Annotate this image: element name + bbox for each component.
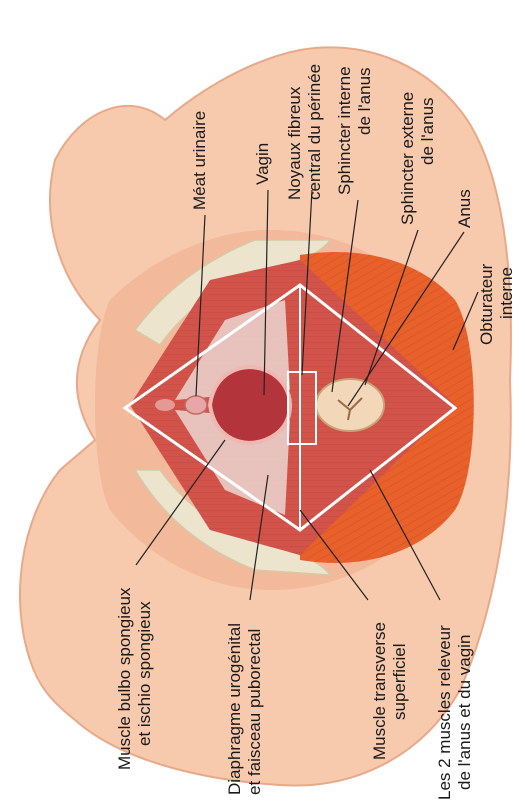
label-meat: Méat urinaire bbox=[190, 111, 209, 210]
vagina-opening bbox=[210, 367, 290, 443]
clitoris-area bbox=[155, 399, 175, 411]
svg-text:Obturateur: Obturateur bbox=[477, 263, 496, 345]
svg-text:de l'anus: de l'anus bbox=[418, 97, 437, 165]
anus-ring bbox=[316, 379, 384, 431]
svg-text:et ischio spongieux: et ischio spongieux bbox=[135, 601, 154, 746]
svg-text:interne: interne bbox=[497, 267, 516, 319]
svg-text:Les 2 muscles releveur: Les 2 muscles releveur bbox=[435, 625, 454, 800]
svg-text:central du périnée: central du périnée bbox=[305, 64, 324, 200]
label-bulbo: Muscle bulbo spongieux et ischio spongie… bbox=[115, 587, 154, 770]
svg-text:Anus: Anus bbox=[455, 189, 474, 228]
svg-text:de l'anus et du vagin: de l'anus et du vagin bbox=[455, 635, 474, 790]
svg-text:Muscle bulbo spongieux: Muscle bulbo spongieux bbox=[115, 587, 134, 770]
label-anus: Anus bbox=[455, 189, 474, 228]
svg-text:Vagin: Vagin bbox=[253, 143, 272, 185]
urethral-meatus bbox=[185, 396, 207, 414]
svg-text:Muscle transverse: Muscle transverse bbox=[370, 622, 389, 760]
label-diaphragme: Diaphragme urogénital et faisceau pubore… bbox=[225, 623, 264, 795]
svg-text:Sphincter interne: Sphincter interne bbox=[335, 66, 354, 195]
svg-text:de l'anus: de l'anus bbox=[355, 67, 374, 135]
svg-text:Diaphragme urogénital: Diaphragme urogénital bbox=[225, 623, 244, 795]
svg-text:superficiel: superficiel bbox=[390, 643, 409, 720]
svg-text:Noyaux fibreux: Noyaux fibreux bbox=[285, 86, 304, 200]
label-vagin: Vagin bbox=[253, 143, 272, 185]
svg-text:Sphincter externe: Sphincter externe bbox=[398, 92, 417, 225]
label-releveur: Les 2 muscles releveur de l'anus et du v… bbox=[435, 625, 474, 800]
svg-text:Méat urinaire: Méat urinaire bbox=[190, 111, 209, 210]
svg-text:et faisceau puborectal: et faisceau puborectal bbox=[245, 629, 264, 795]
